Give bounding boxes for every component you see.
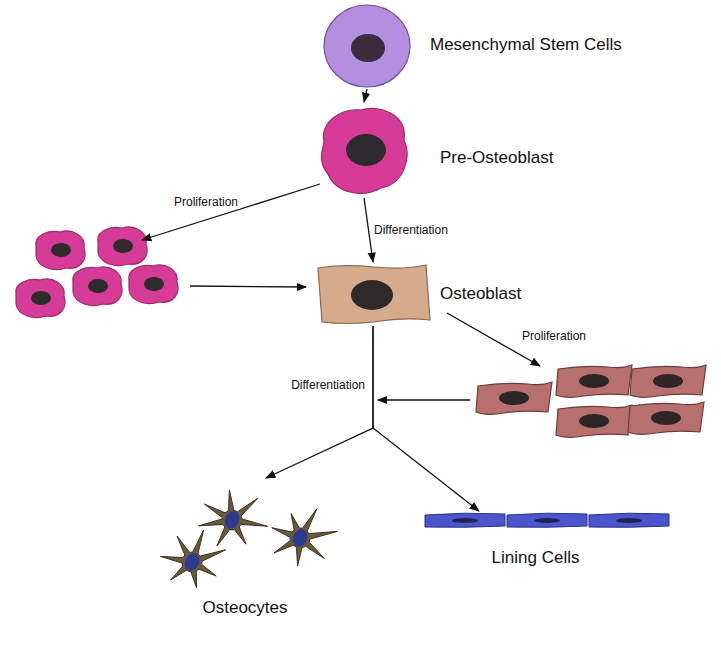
pre-osteoblast-cell-outline <box>316 102 412 198</box>
merge-arrow <box>378 399 470 400</box>
cell-name: Osteoblast <box>440 284 521 304</box>
edge-label: Differentiation <box>289 378 367 392</box>
pre-osteoblast-cell <box>129 265 178 304</box>
stem-cell-circle-outline <box>322 3 412 89</box>
osteoblast-cell <box>556 365 632 397</box>
pre-osteoblast-cell <box>98 227 147 266</box>
flow-arrow <box>373 326 479 511</box>
pre-osteoblast-cluster <box>16 227 178 318</box>
osteocyte-nucleus <box>182 551 202 573</box>
osteocyte-cell <box>272 509 338 566</box>
osteoblast-cell <box>628 402 704 434</box>
flow-arrow <box>364 89 367 102</box>
osteocyte-group: Osteocytes <box>140 478 350 594</box>
lining-nucleus <box>534 518 560 523</box>
stem-cell-circle: Mesenchymal Stem Cells <box>322 3 412 89</box>
process-label: Proliferation <box>520 329 588 343</box>
merge-arrow <box>190 286 306 287</box>
osteoblast-cell-outline <box>314 262 432 326</box>
lining-nucleus <box>616 518 642 523</box>
cell-name: Pre-Osteoblast <box>440 148 553 168</box>
edge-label: Differentiation <box>372 223 450 237</box>
osteocyte-group-outline <box>140 478 350 594</box>
lining-nucleus <box>452 518 478 523</box>
pre-osteoblast-cell <box>36 231 85 270</box>
osteoblast-cell <box>476 382 552 414</box>
flow-arrow <box>266 326 373 478</box>
proliferation-arrow <box>142 184 320 240</box>
osteocyte-nucleus <box>222 509 242 531</box>
lining-cell <box>425 513 505 527</box>
osteocyte-nucleus <box>290 527 310 549</box>
osteocyte-cell <box>199 490 268 546</box>
cell-name: Lining Cells <box>492 548 580 568</box>
cell-name: Osteocytes <box>202 598 287 618</box>
cell-name: Mesenchymal Stem Cells <box>430 35 622 55</box>
process-label: Proliferation <box>172 195 240 209</box>
lining-cell-row: Lining Cells <box>425 511 670 529</box>
lining-cell-row-outline <box>425 511 670 529</box>
osteocyte-cell <box>161 530 226 588</box>
pre-osteoblast-cell: Pre-Osteoblast <box>316 102 412 198</box>
osteoblast-cell <box>556 405 632 437</box>
osteoblast-cell <box>630 365 706 397</box>
proliferation-arrows <box>142 184 540 400</box>
lining-cell <box>507 513 587 527</box>
pre-osteoblast-cell <box>16 279 65 318</box>
osteoblast-cluster <box>476 365 706 437</box>
lining-cell <box>589 513 669 527</box>
osteoblast-cell: Osteoblast <box>314 262 432 326</box>
pre-osteoblast-cell <box>73 267 122 306</box>
